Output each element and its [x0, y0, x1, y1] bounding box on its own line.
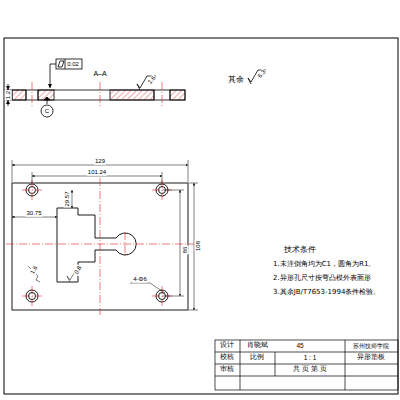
- section-label: A–A: [92, 70, 107, 78]
- title-cell: 肖晓斌: [246, 342, 269, 349]
- part-name: 异形垫板: [356, 354, 386, 361]
- dimension: 1.2: [5, 90, 12, 100]
- roughness-value: 0.8: [73, 264, 84, 276]
- note-text: 3.其余JB/T7653-1994条件检验。: [272, 289, 381, 297]
- dimension: 30.75: [25, 210, 42, 217]
- hole-callout: 4-Φ6: [132, 276, 147, 283]
- school-name: 苏州技师学院: [352, 343, 390, 349]
- dimension: 129: [94, 158, 106, 165]
- title-cell: 审核: [219, 366, 235, 373]
- notes-heading: 技术条件: [283, 246, 317, 254]
- dimension: 101.24: [87, 169, 107, 176]
- title-cell: 设计: [219, 342, 235, 349]
- title-cell: 校核: [219, 354, 235, 361]
- title-cell: 比例: [249, 354, 265, 361]
- datum-letter: C: [44, 108, 50, 115]
- scale-cell: 1 : 1: [303, 354, 318, 361]
- tolerance-value: 0.02: [66, 61, 80, 68]
- dimension: 86: [182, 246, 189, 255]
- note-text: 1.未注倒角均为C1，圆角为R1。: [272, 261, 376, 269]
- roughness-value: 1.6: [29, 264, 40, 276]
- dimension: 108: [195, 240, 202, 252]
- note-text: 2.异形孔尺寸按弯凸模外表面形: [272, 275, 372, 283]
- title-cell: 共 页 第 页: [292, 366, 328, 373]
- dimension: 29.57: [64, 190, 71, 207]
- material-cell: 45: [295, 342, 304, 349]
- note-text: 其余: [227, 76, 245, 85]
